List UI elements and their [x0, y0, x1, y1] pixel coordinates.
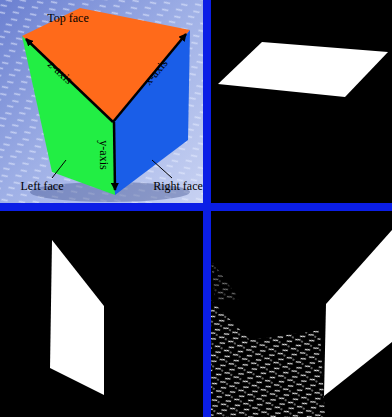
face-label: Left face	[21, 180, 64, 192]
face-label: Right face	[153, 180, 203, 192]
axis-label: y-axis	[98, 140, 110, 169]
face-label: Top face	[47, 12, 88, 24]
